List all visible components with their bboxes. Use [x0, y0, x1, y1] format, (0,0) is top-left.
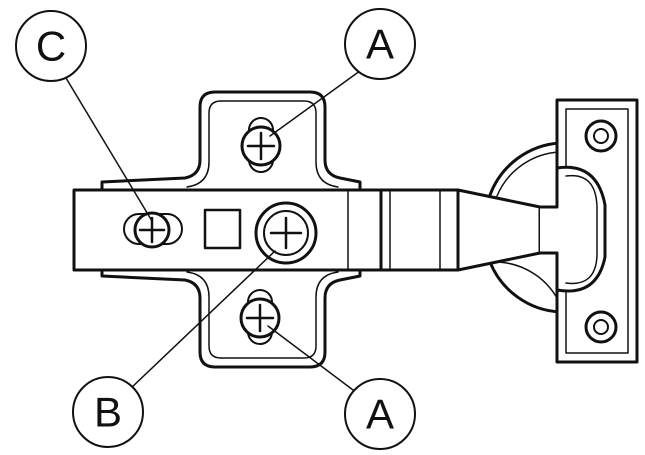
- callout-a-top: A: [344, 8, 416, 80]
- square-window: [203, 208, 242, 250]
- bracket-hole-top: [584, 119, 618, 153]
- hinge-bracket: [538, 98, 639, 364]
- screw-a-bottom: [239, 289, 281, 345]
- callout-b-label: B: [94, 389, 122, 436]
- screw-c: [123, 211, 183, 249]
- leader-lines: [65, 67, 365, 394]
- callout-b: B: [72, 376, 144, 448]
- screw-a-top: [240, 117, 282, 173]
- callout-c-label: C: [36, 23, 66, 70]
- bracket-hole-bottom: [584, 310, 618, 344]
- callout-a-top-label: A: [366, 21, 394, 68]
- callout-a-bottom: A: [344, 378, 416, 450]
- screw-b: [254, 201, 318, 265]
- callout-c: C: [15, 10, 87, 82]
- callout-a-bottom-label: A: [366, 391, 394, 438]
